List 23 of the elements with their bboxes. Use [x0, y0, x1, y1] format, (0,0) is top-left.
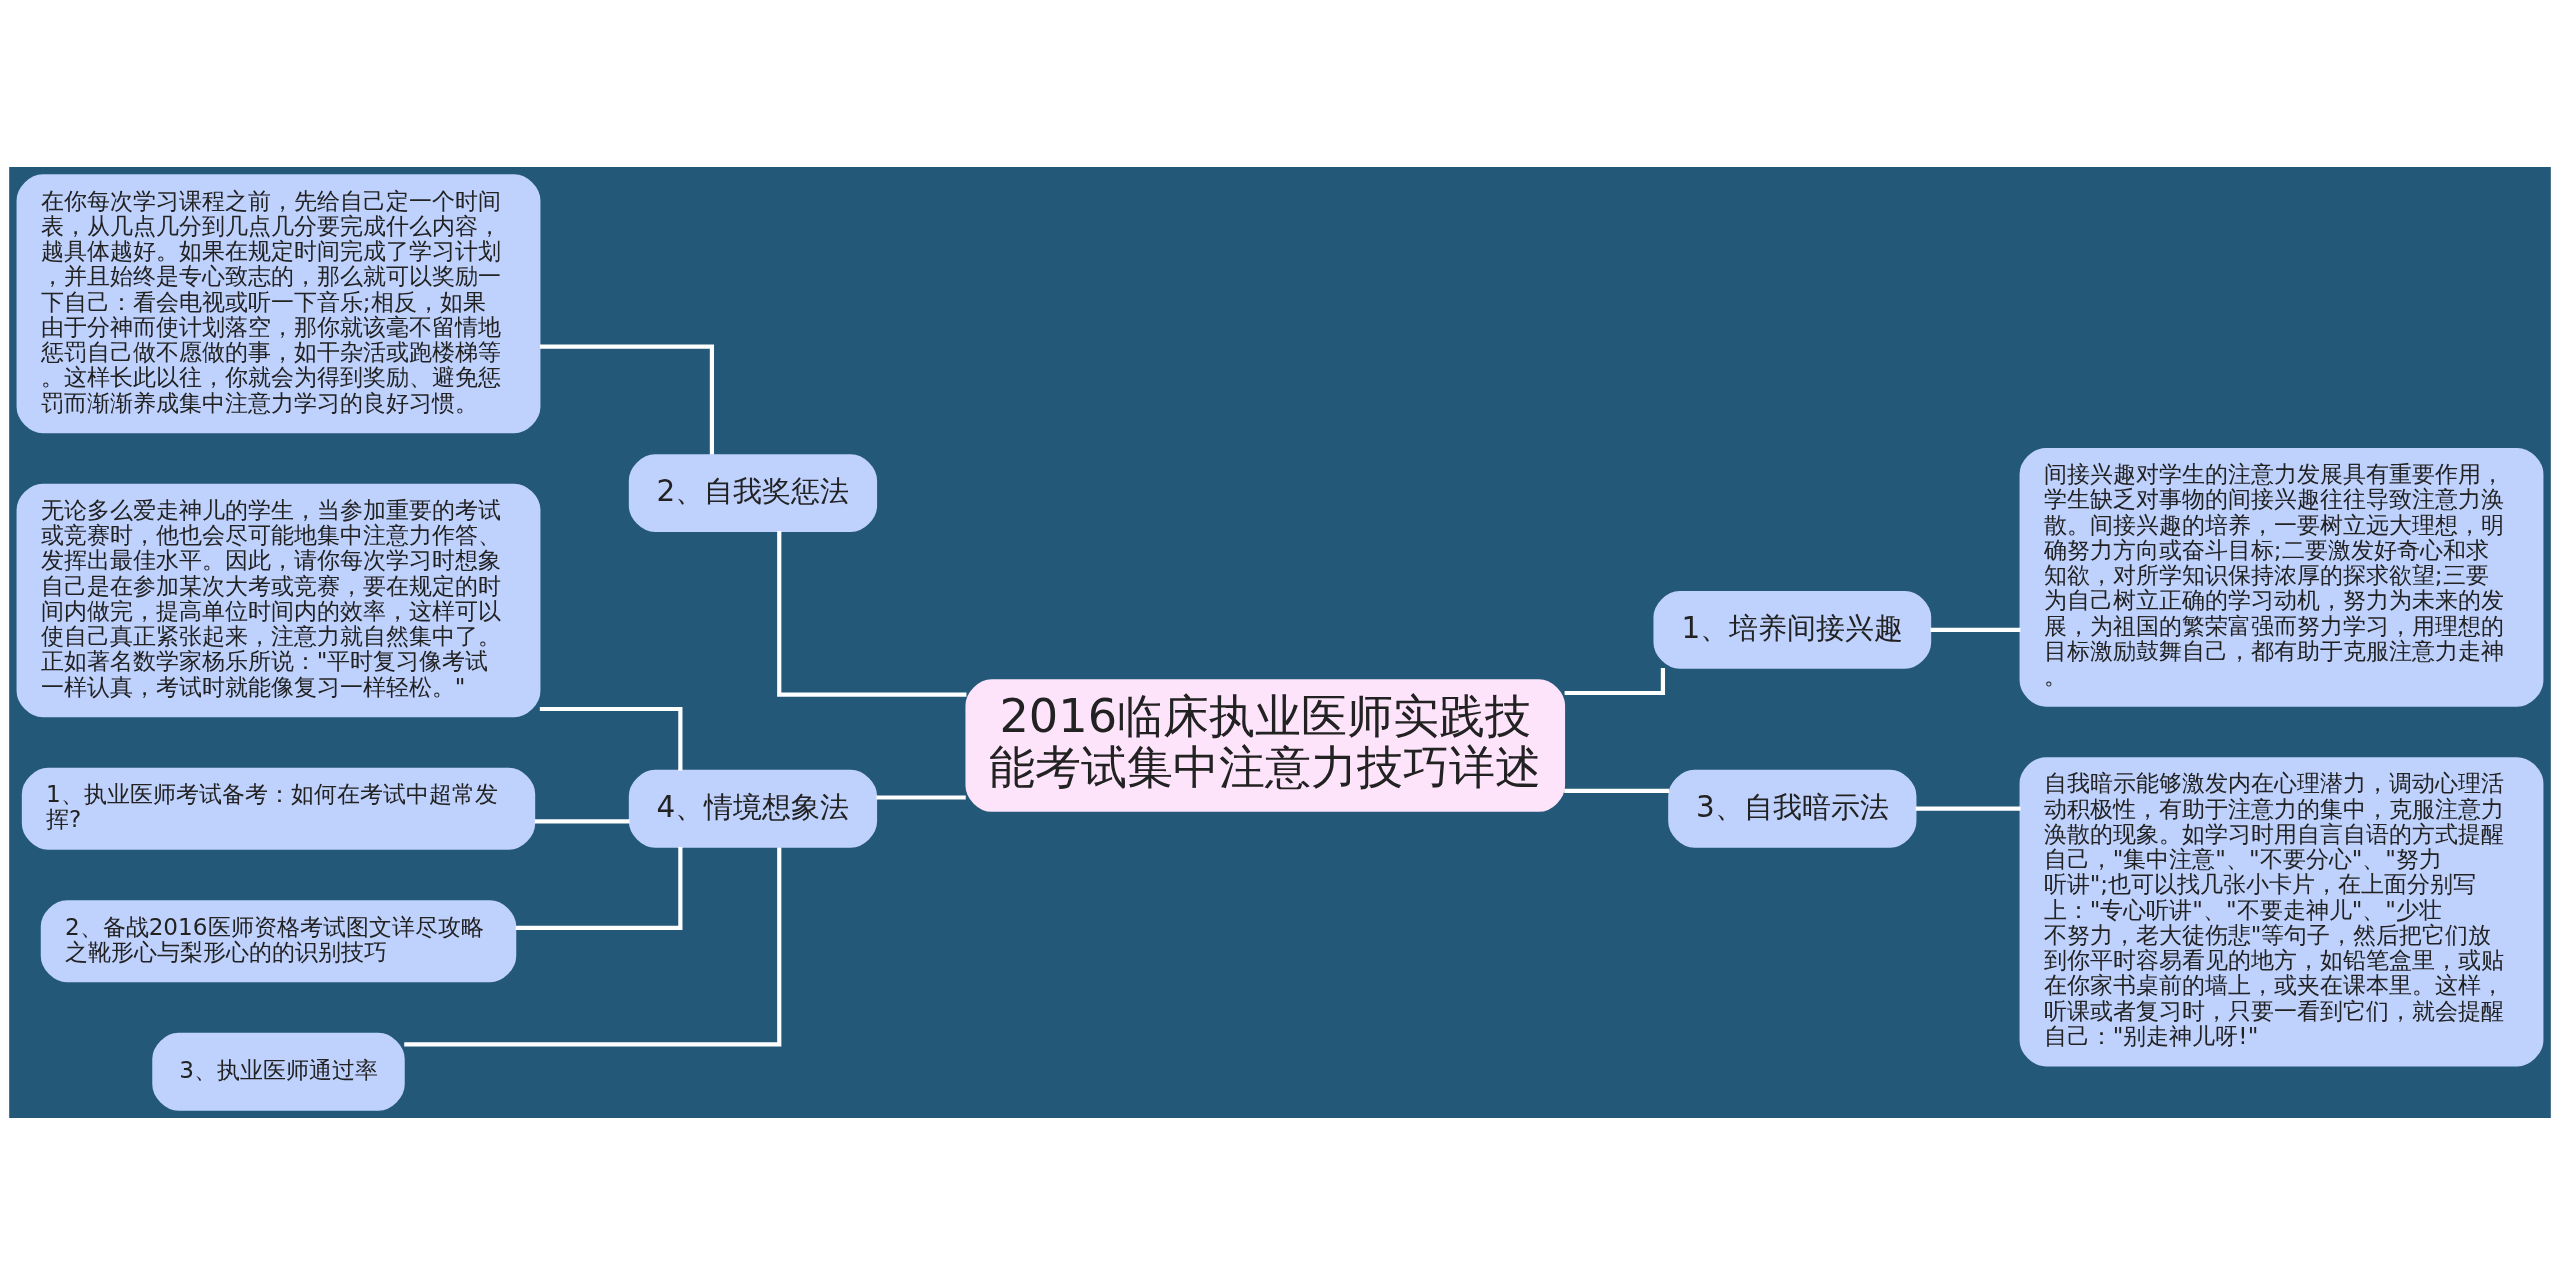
connector	[1564, 788, 1670, 793]
node-box: 1、执业医师考试备考：如何在考试中超常发挥?	[21, 767, 536, 850]
node-box: 3、执业医师通过率	[152, 1032, 405, 1111]
connector	[534, 819, 630, 824]
connector	[1930, 627, 2021, 632]
node-box: 1、培养间接兴趣	[1653, 590, 1932, 669]
connector	[539, 706, 683, 771]
node-box: 2、备战2016医师资格考试图文详尽攻略之靴形心与梨形心的的识别技巧	[40, 900, 517, 983]
node-box: 在你每次学习课程之前，先给自己定一个时间表，从几点几分到几点几分要完成什么内容，越具体越好。如果在规定时间完成了学习计划，并且始终是专心致志的，那么就可以奖励一下自己：看会电视或听一下音乐;相反，如果由于分神而使计划落空，那你就该毫不留情地惩罚自己做不愿做的事，如干杂活或跑楼梯等。这样长此以往，你就会为得到奖励、避免惩罚而渐渐养成集中注意力学习的良好习惯。	[16, 174, 541, 434]
node-box: 4、情境想象法	[628, 769, 878, 848]
node-box: 2016临床执业医师实践技能考试集中注意力技巧详述	[965, 679, 1566, 812]
connector	[1915, 806, 2021, 811]
node-box: 间接兴趣对学生的注意力发展具有重要作用，学生缺乏对事物的间接兴趣往往导致注意力涣散。间接兴趣的培养，一要树立远大理想，明确努力方向或奋斗目标;二要激发好奇心和求知欲，对所学知识保持浓厚的探求欲望;三要为自己树立正确的学习动机，努力为未来的发展，为祖国的繁荣富强而努力学习，用理想的目标激励鼓舞自己，都有助于克服注意力走神。	[2019, 447, 2544, 707]
connector	[404, 847, 782, 1047]
node-box: 2、自我奖惩法	[628, 454, 878, 533]
connector	[540, 344, 715, 455]
node-box: 自我暗示能够激发内在心理潜力，调动心理活动积极性，有助于注意力的集中，克服注意力涣散的现象。如学习时用自言自语的方式提醒自己，"集中注意"、"不要分心"、"努力听讲";也可以找几张小卡片，在上面分别写上："专心听讲"、"不要走神儿"、"少壮不努力，老大徒伤悲"等句子，然后把它们放到你平时容易看见的地方，如铅笔盒里，或贴在你家书桌前的墙上，或夹在课本里。这样，听课或者复习时，只要一看到它们，就会提醒自己："别走神儿呀!"	[2019, 757, 2544, 1067]
connector	[1564, 668, 1666, 696]
node-box: 无论多么爱走神儿的学生，当参加重要的考试或竞赛时，他也会尽可能地集中注意力作答、发挥出最佳水平。因此，请你每次学习时想象自己是在参加某次大考或竞赛，要在规定的时间内做完，提高单位时间内的效率，这样可以使自己真正紧张起来，注意力就自然集中了。正如著名数学家杨乐所说："平时复习像考试一样认真，考试时就能像复习一样轻松。"	[16, 483, 541, 718]
connector	[515, 847, 683, 931]
connector	[876, 795, 966, 800]
node-box: 3、自我暗示法	[1668, 769, 1917, 848]
connector	[777, 531, 967, 697]
